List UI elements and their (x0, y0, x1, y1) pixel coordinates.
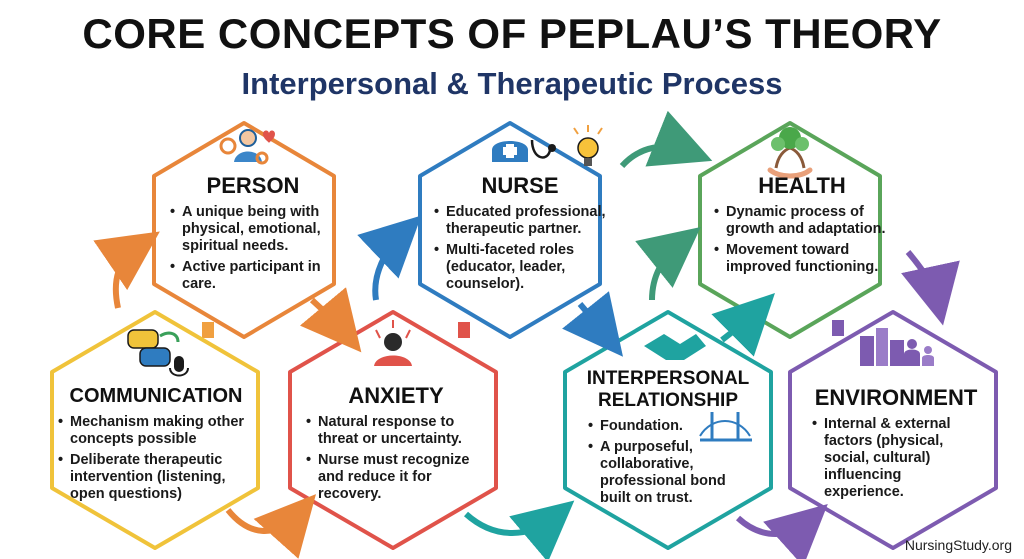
concept-person: PERSON A unique being with physical, emo… (168, 174, 338, 297)
relationship-bullet-2: A purposeful, collaborative, professiona… (588, 439, 730, 507)
environment-bullet-1: Internal & external factors (physical, s… (812, 416, 974, 501)
arrow-relationship-to-health (635, 227, 701, 301)
concept-communication: COMMUNICATION Mechanism making other con… (56, 384, 256, 507)
nurse-cap-stethoscope-icon (492, 125, 603, 166)
relationship-bullets: Foundation. A purposeful, collaborative,… (570, 418, 730, 507)
person-bullet-1: A unique being with physical, emotional,… (170, 204, 338, 255)
concept-health: HEALTH Dynamic process of growth and ada… (712, 174, 892, 280)
arrow-anxiety-to-nurse (357, 215, 422, 301)
arrow-nurse-to-relationship (562, 291, 623, 357)
page-subtitle: Interpersonal & Therapeutic Process (241, 66, 783, 101)
arrow-communication-to-anxiety (225, 494, 316, 559)
concept-interpersonal-relationship: INTERPERSONAL RELATIONSHIP Foundation. A… (570, 368, 766, 511)
health-title: HEALTH (758, 173, 846, 198)
arrow-relationship-to-health-lower (711, 293, 775, 357)
chat-bubbles-microphone-icon (127, 329, 189, 377)
communication-bullet-1: Mechanism making other concepts possible (58, 414, 256, 448)
communication-bullets: Mechanism making other concepts possible… (56, 414, 256, 503)
environment-title: Environment (814, 385, 978, 410)
concept-anxiety: ANXIETY Natural response to threat or un… (304, 384, 488, 507)
relationship-title: INTERPERSONAL RELATIONSHIP (586, 368, 750, 411)
communication-bullet-2: Deliberate therapeutic intervention (lis… (58, 452, 256, 503)
health-bullet-2: Movement toward improved functioning. (714, 242, 892, 276)
anxiety-title: ANXIETY (348, 383, 444, 408)
arrow-nurse-to-health (619, 110, 713, 169)
arrow-person-to-anxiety (299, 287, 362, 353)
health-bullets: Dynamic process of growth and adaptation… (712, 204, 892, 276)
arrow-anxiety-to-relationship (463, 500, 575, 559)
anxiety-bullets: Natural response to threat or uncertaint… (304, 414, 488, 503)
growing-tree-hands-icon (767, 127, 813, 179)
arrow-health-to-environment (901, 250, 960, 326)
arrow-relationship-to-environment (735, 503, 828, 559)
communication-title: COMMUNICATION (69, 385, 243, 407)
concept-nurse: NURSE Educated professional, therapeutic… (432, 174, 608, 297)
relationship-bullet-1: Foundation. (588, 418, 730, 435)
person-title: PERSON (206, 173, 300, 198)
nurse-care-icon (219, 129, 275, 165)
nurse-title: NURSE (481, 173, 559, 198)
anxiety-bullet-2: Nurse must recognize and reduce it for r… (306, 452, 488, 503)
person-bullet-2: Active participant in care. (170, 259, 338, 293)
page-title: CORE CONCEPTS OF PEPLAU’S THEORY (82, 10, 942, 57)
nurse-bullets: Educated professional, therapeutic partn… (432, 204, 608, 293)
person-bullets: A unique being with physical, emotional,… (168, 204, 338, 293)
arrow-communication-to-person (93, 231, 160, 309)
environment-bullets: Internal & external factors (physical, s… (800, 416, 974, 501)
stressed-person-icon (374, 320, 412, 366)
site-credit: NursingStudy.org (904, 537, 1012, 553)
health-bullet-1: Dynamic process of growth and adaptation… (714, 204, 892, 238)
concept-environment: Environment Internal & external factors … (800, 386, 992, 505)
anxiety-bullet-1: Natural response to threat or uncertaint… (306, 414, 488, 448)
link-person-communication (202, 322, 214, 338)
city-family-icon (860, 328, 934, 366)
nurse-bullet-2: Multi-faceted roles (educator, leader, c… (434, 242, 608, 293)
link-nurse-anxiety (458, 322, 470, 338)
nurse-bullet-1: Educated professional, therapeutic partn… (434, 204, 608, 238)
link-health-environment (832, 320, 844, 336)
